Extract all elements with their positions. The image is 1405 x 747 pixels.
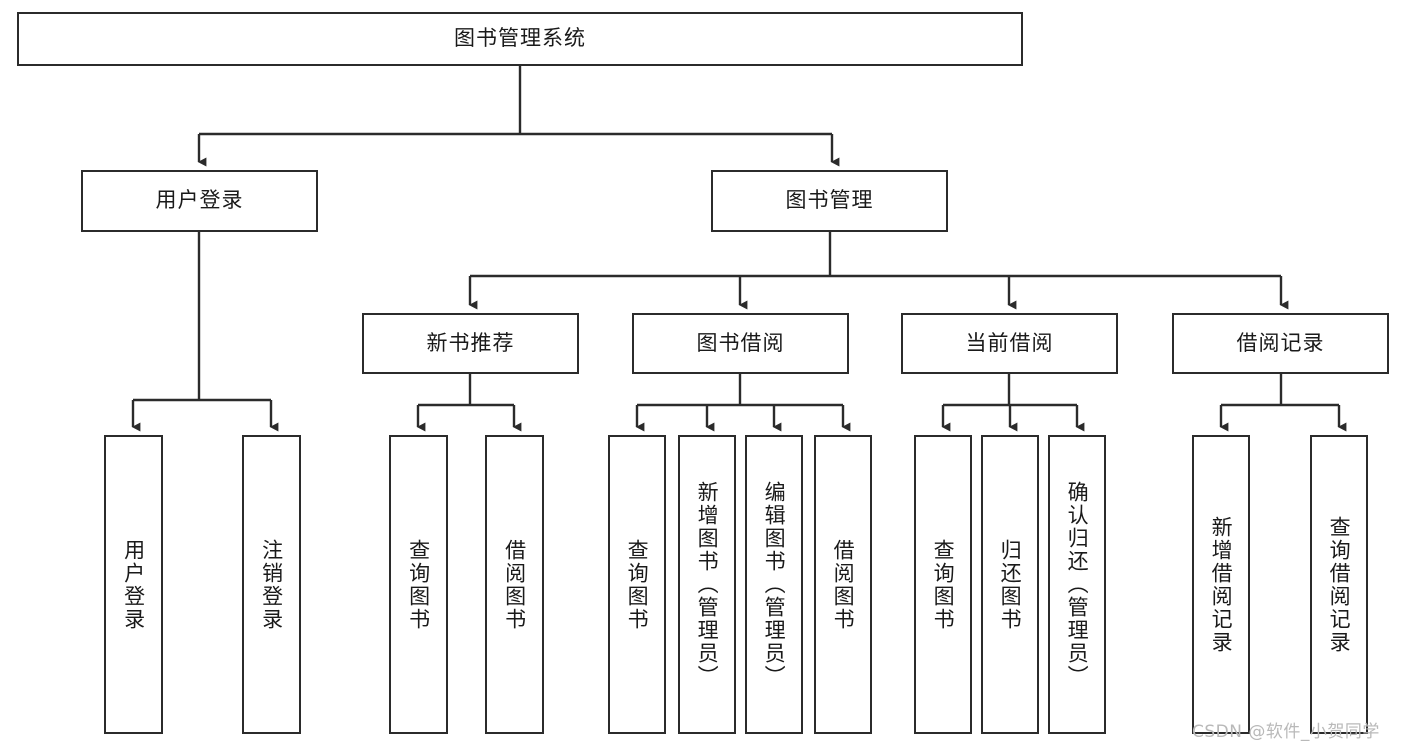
leaf-node[interactable]: 借阅图书 bbox=[485, 435, 544, 734]
node-root-label: 图书管理系统 bbox=[454, 26, 586, 51]
node-borrow-record[interactable]: 借阅记录 bbox=[1172, 313, 1389, 374]
leaf-node-label: 查询图书 bbox=[931, 538, 956, 631]
leaf-node-label: 查询图书 bbox=[406, 538, 431, 631]
leaf-node-label: 新增借阅记录 bbox=[1209, 515, 1234, 654]
leaf-node[interactable]: 查询图书 bbox=[608, 435, 666, 734]
leaf-node-label: 归还图书 bbox=[998, 538, 1023, 631]
leaf-node[interactable]: 查询图书 bbox=[914, 435, 972, 734]
node-book-borrow-label: 图书借阅 bbox=[696, 330, 785, 355]
node-book-management-label: 图书管理 bbox=[785, 188, 874, 213]
node-borrow-record-label: 借阅记录 bbox=[1236, 330, 1325, 355]
leaf-node-label: 编辑图书（管理员） bbox=[762, 481, 787, 688]
leaf-node-label: 借阅图书 bbox=[831, 538, 856, 631]
leaf-node-label: 用户登录 bbox=[121, 538, 146, 631]
leaf-node[interactable]: 编辑图书（管理员） bbox=[745, 435, 803, 734]
csdn-watermark: CSDN @软件_小贺同学 bbox=[1192, 722, 1380, 742]
leaf-node[interactable]: 借阅图书 bbox=[814, 435, 872, 734]
leaf-node[interactable]: 归还图书 bbox=[981, 435, 1039, 734]
leaf-node-label: 确认归还（管理员） bbox=[1065, 481, 1090, 688]
node-new-book-recommend[interactable]: 新书推荐 bbox=[362, 313, 579, 374]
leaf-node[interactable]: 用户登录 bbox=[104, 435, 163, 734]
node-current-borrow[interactable]: 当前借阅 bbox=[901, 313, 1118, 374]
node-book-borrow[interactable]: 图书借阅 bbox=[632, 313, 849, 374]
leaf-node-label: 查询借阅记录 bbox=[1327, 515, 1352, 654]
node-user-login-label: 用户登录 bbox=[155, 188, 244, 213]
node-user-login[interactable]: 用户登录 bbox=[81, 170, 318, 232]
node-current-borrow-label: 当前借阅 bbox=[965, 330, 1054, 355]
node-book-management[interactable]: 图书管理 bbox=[711, 170, 948, 232]
leaf-node[interactable]: 查询图书 bbox=[389, 435, 448, 734]
leaf-node-label: 新增图书（管理员） bbox=[695, 481, 720, 688]
node-root[interactable]: 图书管理系统 bbox=[17, 12, 1023, 66]
leaf-node-label: 查询图书 bbox=[625, 538, 650, 631]
leaf-node[interactable]: 注销登录 bbox=[242, 435, 301, 734]
leaf-node-label: 借阅图书 bbox=[502, 538, 527, 631]
leaf-node[interactable]: 查询借阅记录 bbox=[1310, 435, 1368, 734]
node-new-book-recommend-label: 新书推荐 bbox=[426, 330, 515, 355]
leaf-node[interactable]: 新增借阅记录 bbox=[1192, 435, 1250, 734]
leaf-node[interactable]: 新增图书（管理员） bbox=[678, 435, 736, 734]
leaf-node[interactable]: 确认归还（管理员） bbox=[1048, 435, 1106, 734]
leaf-node-label: 注销登录 bbox=[259, 538, 284, 631]
